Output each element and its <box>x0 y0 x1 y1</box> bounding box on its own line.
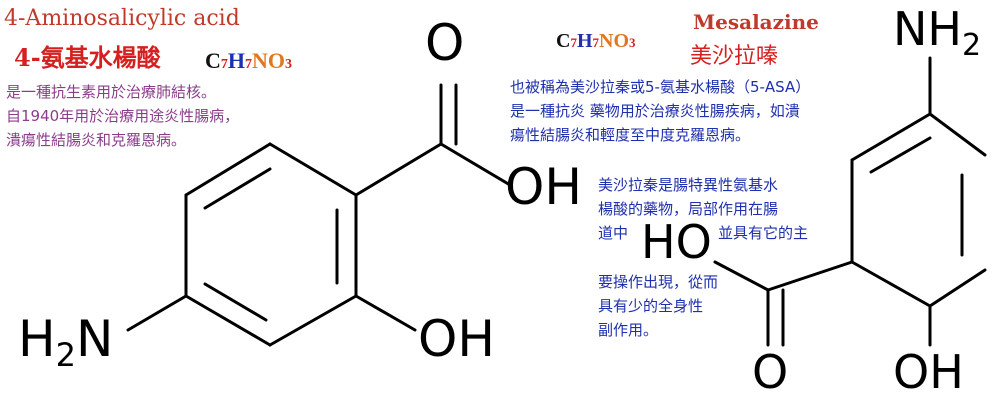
right-english-name: Mesalazine <box>693 10 819 34</box>
right-description-tail: 要操作出現，從而 具有少的全身性 副作用。 <box>598 273 719 339</box>
left-formula: C7H7NO3 <box>205 48 293 73</box>
right-carbonyl-oxygen-label: O <box>752 345 789 399</box>
left-description: 是一種抗生素用於治療肺結核。 自1940年用於治療用途炎性腸病， 潰瘍性結腸炎和… <box>6 83 240 149</box>
right-chinese-name: 美沙拉嗪 <box>690 44 779 69</box>
left-english-name: 4-Aminosalicylic acid <box>4 6 240 31</box>
left-ring-oh-label: OH <box>418 310 495 368</box>
right-ring-oh-label: OH <box>893 345 964 399</box>
left-chinese-name: 4-氨基水楊酸 <box>14 43 161 72</box>
right-formula: C7H7NO3 <box>556 30 636 52</box>
right-description-secondary: 美沙拉秦是腸特異性氨基水 楊酸的藥物，局部作用在腸 道中 並具有它的主 <box>598 176 809 242</box>
left-carboxyl-oh-label: OH <box>505 158 582 216</box>
right-carboxyl-ho-label: HO <box>641 215 712 269</box>
left-amine-label: H2N <box>18 310 114 374</box>
left-oxygen-label: O <box>425 14 465 72</box>
right-description-main: 也被稱為美沙拉秦或5-氨基水楊酸（5-ASA） 是一種抗炎 藥物用於治療炎性腸疾… <box>510 78 811 144</box>
right-amine-label: NH2 <box>893 2 982 63</box>
